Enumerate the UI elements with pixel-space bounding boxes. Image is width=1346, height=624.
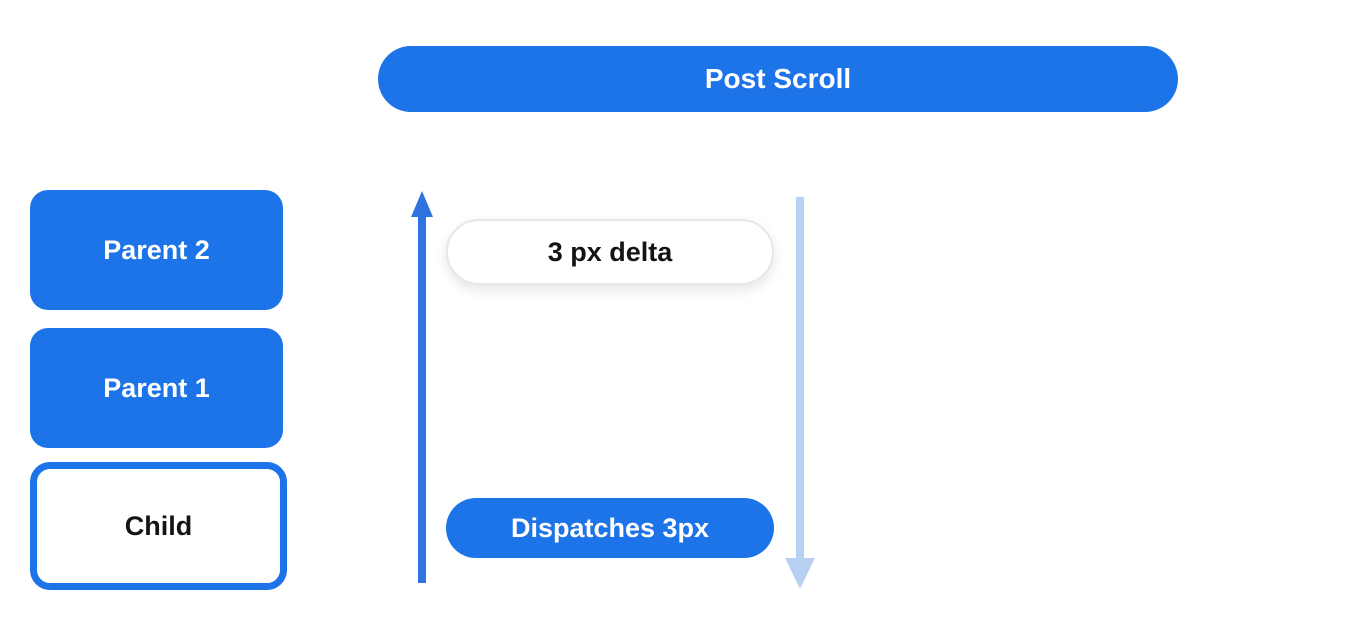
- delta-label: 3 px delta: [547, 236, 673, 267]
- box-parent-1: Parent 1: [30, 328, 283, 448]
- post-scroll-pill: Post Scroll: [378, 46, 1178, 112]
- post-scroll-label: Post Scroll: [704, 63, 852, 94]
- box-child-label: Child: [124, 510, 193, 541]
- box-parent-2-label: Parent 2: [103, 234, 210, 265]
- dispatch-label: Dispatches 3px: [510, 512, 710, 543]
- arrow-up-shaft: [418, 215, 426, 583]
- arrow-up-head: [411, 191, 433, 217]
- delta-pill: 3 px delta: [446, 219, 774, 285]
- arrow-down-shaft: [796, 197, 804, 560]
- box-parent-2: Parent 2: [30, 190, 283, 310]
- box-child: Child: [30, 462, 287, 590]
- box-parent-1-label: Parent 1: [103, 372, 210, 403]
- arrow-down-head: [785, 558, 815, 589]
- dispatch-pill: Dispatches 3px: [446, 498, 774, 558]
